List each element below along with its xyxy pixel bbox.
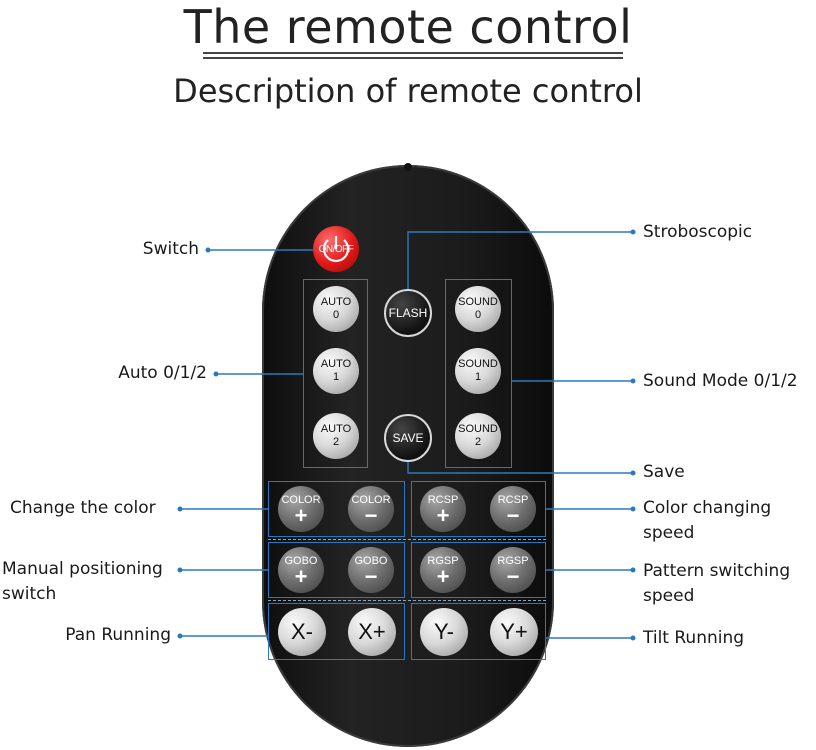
color-minus-button[interactable]: COLOR − <box>348 486 394 532</box>
power-button[interactable]: ON/OFF <box>313 226 359 272</box>
remote-notch <box>404 163 412 171</box>
plus-icon: + <box>294 502 308 528</box>
y-plus-label: Y+ <box>500 619 528 644</box>
sound-0-button[interactable]: SOUND 0 <box>455 286 501 332</box>
gobo-group-frame <box>268 542 405 598</box>
color-minus-label: COLOR <box>351 493 391 506</box>
rcsp-group-frame <box>411 481 546 537</box>
rcsp-minus-label: RCSP <box>497 493 529 506</box>
sound-0-label: SOUND <box>458 296 498 308</box>
tilt-running-label: Tilt Running <box>643 628 745 648</box>
auto-1-button[interactable]: AUTO 1 <box>313 348 359 394</box>
sound-1-button[interactable]: SOUND 1 <box>455 348 501 394</box>
sound-2-label: SOUND <box>458 423 498 435</box>
plus-icon: + <box>436 563 450 589</box>
gobo-minus-button[interactable]: GOBO − <box>348 547 394 593</box>
title-underline <box>203 52 623 54</box>
rgsp-group-frame <box>411 542 546 598</box>
pan-group-frame <box>268 603 405 660</box>
switch-label: Switch <box>142 239 199 259</box>
pan-left-button[interactable]: X- <box>278 608 326 656</box>
gobo-plus-label: GOBO <box>284 554 318 567</box>
tilt-up-button[interactable]: Y+ <box>490 608 538 656</box>
save-button[interactable]: SAVE <box>384 414 432 462</box>
pan-running-label: Pan Running <box>65 625 171 645</box>
rcsp-plus-label: RCSP <box>427 493 459 506</box>
color-speed-label-line2: speed <box>643 523 695 543</box>
rgsp-minus-label: RGSP <box>497 554 529 567</box>
rcsp-minus-button[interactable]: RCSP − <box>490 486 536 532</box>
manual-positioning-label: Manual positioning <box>2 559 163 579</box>
auto-2-number: 2 <box>332 436 340 448</box>
plus-icon: + <box>294 563 308 589</box>
tilt-down-button[interactable]: Y- <box>420 608 468 656</box>
auto-2-label: AUTO <box>320 423 352 435</box>
divider-line <box>268 539 546 540</box>
auto-1-label: AUTO <box>320 358 352 370</box>
rgsp-minus-button[interactable]: RGSP − <box>490 547 536 593</box>
sound-group-frame <box>445 279 512 468</box>
save-label: Save <box>643 462 685 482</box>
page-subtitle: Description of remote control <box>173 72 643 110</box>
sound-1-number: 1 <box>474 371 482 383</box>
pattern-speed-label: Pattern switching <box>643 561 791 581</box>
power-button-label: ON/OFF <box>318 243 354 255</box>
flash-button[interactable]: FLASH <box>384 289 432 337</box>
rcsp-plus-button[interactable]: RCSP + <box>420 486 466 532</box>
gobo-minus-label: GOBO <box>354 554 388 567</box>
title-underline-second <box>203 57 623 59</box>
manual-positioning-label-line2: switch <box>2 584 57 604</box>
sound-1-label: SOUND <box>458 358 498 370</box>
rgsp-plus-button[interactable]: RGSP + <box>420 547 466 593</box>
strobe-leader <box>407 231 633 290</box>
y-minus-label: Y- <box>434 619 454 644</box>
page-title: The remote control <box>183 0 633 54</box>
auto-label: Auto 0/1/2 <box>118 363 207 383</box>
x-minus-label: X- <box>291 619 313 644</box>
auto-0-number: 0 <box>332 309 340 321</box>
stroboscopic-label: Stroboscopic <box>643 222 753 242</box>
auto-group-frame <box>303 279 368 468</box>
save-leader <box>407 454 633 474</box>
divider-line <box>268 600 546 601</box>
minus-icon: − <box>506 502 520 528</box>
minus-icon: − <box>506 563 520 589</box>
tilt-group-frame <box>411 603 546 660</box>
auto-0-label: AUTO <box>320 296 352 308</box>
change-color-label: Change the color <box>10 498 156 518</box>
color-group-frame <box>268 481 405 537</box>
pan-right-button[interactable]: X+ <box>348 608 396 656</box>
color-speed-label: Color changing <box>643 498 772 518</box>
rgsp-plus-label: RGSP <box>427 554 459 567</box>
flash-button-label: FLASH <box>388 306 428 320</box>
pattern-speed-label-line2: speed <box>643 586 695 606</box>
x-plus-label: X+ <box>358 619 386 644</box>
power-icon <box>322 236 350 262</box>
minus-icon: − <box>364 502 378 528</box>
plus-icon: + <box>436 502 450 528</box>
gobo-plus-button[interactable]: GOBO + <box>278 547 324 593</box>
sound-2-button[interactable]: SOUND 2 <box>455 413 501 459</box>
save-button-label: SAVE <box>392 431 424 445</box>
auto-1-number: 1 <box>332 371 340 383</box>
minus-icon: − <box>364 563 378 589</box>
sound-0-number: 0 <box>474 309 482 321</box>
auto-0-button[interactable]: AUTO 0 <box>313 286 359 332</box>
auto-2-button[interactable]: AUTO 2 <box>313 413 359 459</box>
sound-2-number: 2 <box>474 436 482 448</box>
color-plus-label: COLOR <box>281 493 321 506</box>
color-plus-button[interactable]: COLOR + <box>278 486 324 532</box>
sound-mode-label: Sound Mode 0/1/2 <box>643 371 798 391</box>
